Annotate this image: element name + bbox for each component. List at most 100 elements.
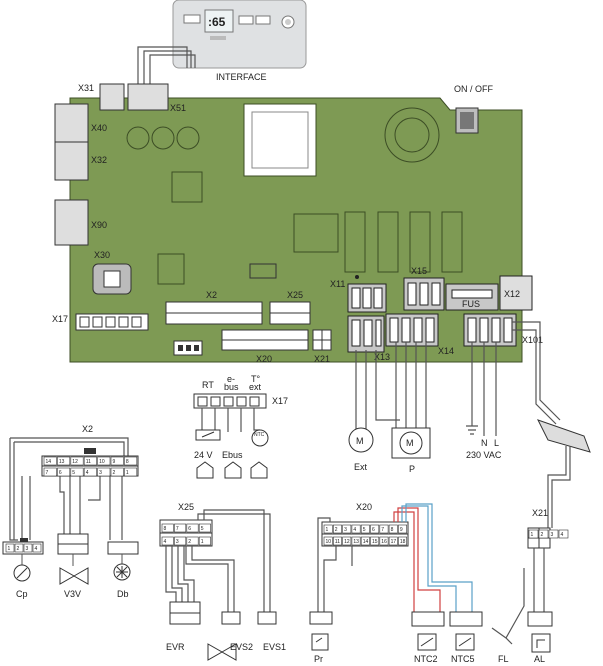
pin-cell bbox=[370, 536, 380, 546]
flame-sensor-icon bbox=[491, 568, 525, 645]
pin-number: 4 bbox=[353, 527, 356, 533]
pin-number: 14 bbox=[46, 459, 52, 465]
pin-number: 3 bbox=[551, 532, 554, 538]
pin-cell bbox=[57, 456, 71, 466]
connector-x31 bbox=[99, 83, 125, 111]
fan-motor-icon bbox=[348, 427, 374, 453]
onoff-label: ON / OFF bbox=[454, 84, 493, 94]
label-x14-board: X14 bbox=[438, 346, 454, 356]
pin-cell bbox=[342, 536, 352, 546]
label-n: N bbox=[481, 438, 488, 448]
pin-cell bbox=[398, 524, 407, 534]
pin-cell bbox=[388, 524, 398, 534]
valve-evs-icon bbox=[207, 643, 237, 661]
pin-cell bbox=[110, 467, 124, 477]
label-ebus-top: e- bbox=[227, 374, 235, 384]
label-p: P bbox=[409, 464, 415, 474]
connector-x17-board bbox=[75, 313, 149, 331]
label-x90: X90 bbox=[91, 220, 107, 230]
label-ebus: Ebus bbox=[222, 450, 243, 460]
label-x30: X30 bbox=[94, 250, 110, 260]
connector-x21-board bbox=[312, 329, 332, 351]
pin-number: 6 bbox=[59, 470, 62, 476]
pin-number: 3 bbox=[99, 470, 102, 476]
pin-number: 9 bbox=[113, 459, 116, 465]
label-x31: X31 bbox=[78, 83, 94, 93]
x2-block: X2 Cp V3V Db bbox=[2, 424, 139, 599]
svg-text:NTC: NTC bbox=[254, 432, 265, 438]
pin-number: 5 bbox=[72, 470, 75, 476]
label-x11-board: X11 bbox=[330, 279, 345, 289]
pin-cell bbox=[124, 467, 138, 477]
label-db: Db bbox=[117, 589, 129, 599]
pin-cell bbox=[379, 524, 389, 534]
label-x20-block: X20 bbox=[356, 502, 372, 512]
label-pr: Pr bbox=[314, 654, 323, 664]
connector-x32 bbox=[54, 141, 89, 181]
label-x17-board: X17 bbox=[52, 314, 68, 324]
connector-x90 bbox=[54, 199, 89, 246]
label-x21-block: X21 bbox=[532, 508, 548, 518]
pin-cell bbox=[342, 524, 352, 534]
label-x13-board: X13 bbox=[374, 352, 390, 362]
pin-cell bbox=[332, 536, 342, 546]
connector-x12-board bbox=[499, 275, 533, 311]
pin-number: 2 bbox=[17, 546, 20, 552]
connector-x2-board bbox=[165, 301, 263, 325]
pin-cell bbox=[186, 536, 199, 546]
label-al: AL bbox=[534, 654, 545, 664]
mains-block: M Ext M P N L 230 VAC bbox=[348, 342, 502, 474]
x17-external-block: RT e- bus T° ext X17 NTC 24 V Ebus bbox=[193, 374, 288, 479]
pin-cell bbox=[124, 456, 138, 466]
pin-cell bbox=[360, 536, 370, 546]
connector-x25-board bbox=[269, 301, 311, 325]
pin-number: 9 bbox=[400, 527, 403, 533]
label-x21-board: X21 bbox=[314, 354, 330, 364]
x101-cable bbox=[512, 321, 591, 528]
label-x17-ext: X17 bbox=[272, 396, 288, 406]
connector-x101-board bbox=[463, 313, 517, 347]
pin-cell bbox=[83, 467, 97, 477]
pin-cell bbox=[70, 456, 84, 466]
label-text-bottom: ext bbox=[249, 382, 262, 392]
label-x25-board: X25 bbox=[287, 290, 303, 300]
pin-cell bbox=[186, 523, 199, 533]
cable-clamp-icon bbox=[537, 419, 591, 453]
pin-number: 3 bbox=[26, 546, 29, 552]
pin-number: 3 bbox=[176, 539, 179, 545]
pin-cell bbox=[398, 536, 407, 546]
svg-text:M: M bbox=[356, 436, 364, 446]
pin-number: 5 bbox=[363, 527, 366, 533]
label-ext: Ext bbox=[354, 462, 368, 472]
pin-cell bbox=[388, 536, 398, 546]
pin-number: 3 bbox=[344, 527, 347, 533]
pin-cell bbox=[351, 536, 361, 546]
pressure-switch-icon bbox=[311, 633, 329, 651]
label-evs1: EVS1 bbox=[263, 642, 286, 652]
pin-cell bbox=[43, 456, 57, 466]
house-ebus-icon bbox=[224, 461, 242, 479]
pin-number: 4 bbox=[164, 539, 167, 545]
connector-x11-board bbox=[347, 275, 387, 313]
pin-number: 18 bbox=[400, 539, 406, 545]
pin-number: 10 bbox=[326, 539, 332, 545]
connector-3pin-board bbox=[173, 340, 203, 356]
pin-cell bbox=[198, 523, 211, 533]
pin-cell bbox=[360, 524, 370, 534]
connector-x40 bbox=[54, 103, 89, 143]
label-ntc5: NTC5 bbox=[451, 654, 475, 664]
label-fus: FUS bbox=[462, 299, 480, 309]
pin-number: 13 bbox=[353, 539, 359, 545]
board-components bbox=[126, 103, 463, 285]
connector-x14-board bbox=[385, 313, 439, 347]
label-230vac: 230 VAC bbox=[466, 450, 502, 460]
pin-cell bbox=[323, 524, 333, 534]
interface-panel: :65 bbox=[172, 0, 307, 69]
pin-cell bbox=[174, 536, 187, 546]
label-v3v: V3V bbox=[64, 589, 81, 599]
